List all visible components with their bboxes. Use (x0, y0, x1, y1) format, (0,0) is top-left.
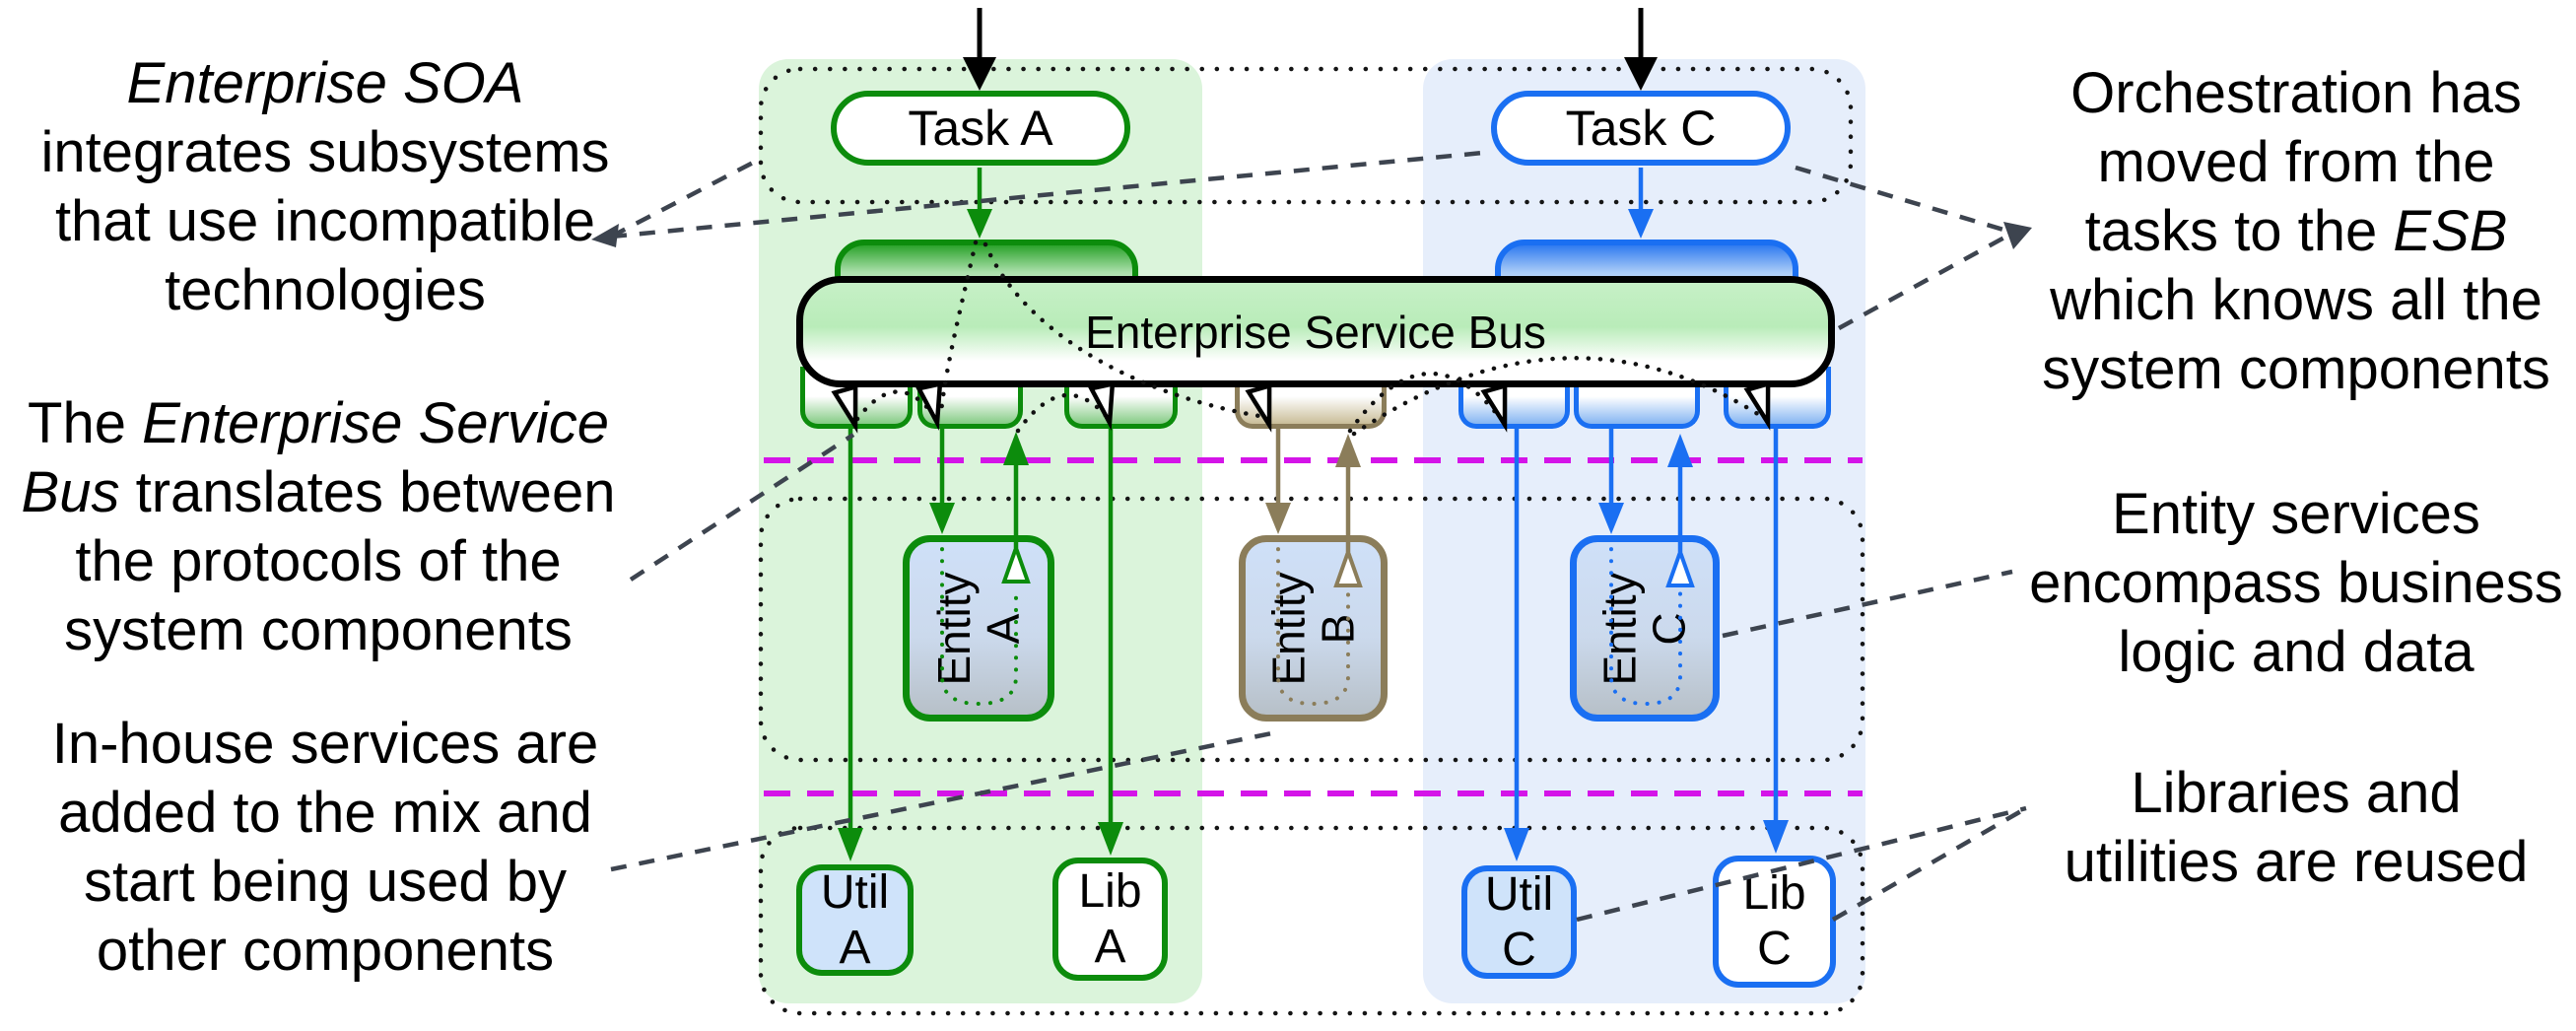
lib-c-box: Lib C (1713, 856, 1836, 988)
entity-a-label: Entity A (928, 571, 1029, 686)
entity-c-box: Entity C (1570, 535, 1720, 722)
arrow-esb-to-entity-b (1265, 426, 1291, 534)
entity-b-box: Entity B (1239, 535, 1388, 722)
task-c-box: Task C (1491, 91, 1791, 166)
task-c-label: Task C (1565, 101, 1717, 156)
lib-a-label: Lib A (1078, 864, 1142, 973)
util-c-label: Util C (1484, 867, 1554, 976)
enterprise-service-bus-label: Enterprise Service Bus (1085, 306, 1546, 358)
util-a-box: Util A (796, 864, 914, 976)
lib-a-box: Lib A (1052, 858, 1168, 981)
lib-c-label: Lib C (1742, 867, 1806, 975)
enterprise-service-bus: Enterprise Service Bus (796, 276, 1835, 387)
connector-soa-to-task-a (609, 160, 757, 239)
entity-c-label: Entity C (1593, 571, 1695, 686)
task-a-box: Task A (831, 91, 1130, 166)
entity-b-label: Entity B (1262, 571, 1364, 686)
util-c-box: Util C (1461, 865, 1577, 979)
util-a-label: Util A (820, 865, 890, 974)
entity-a-box: Entity A (903, 535, 1054, 722)
task-a-label: Task A (908, 101, 1053, 156)
